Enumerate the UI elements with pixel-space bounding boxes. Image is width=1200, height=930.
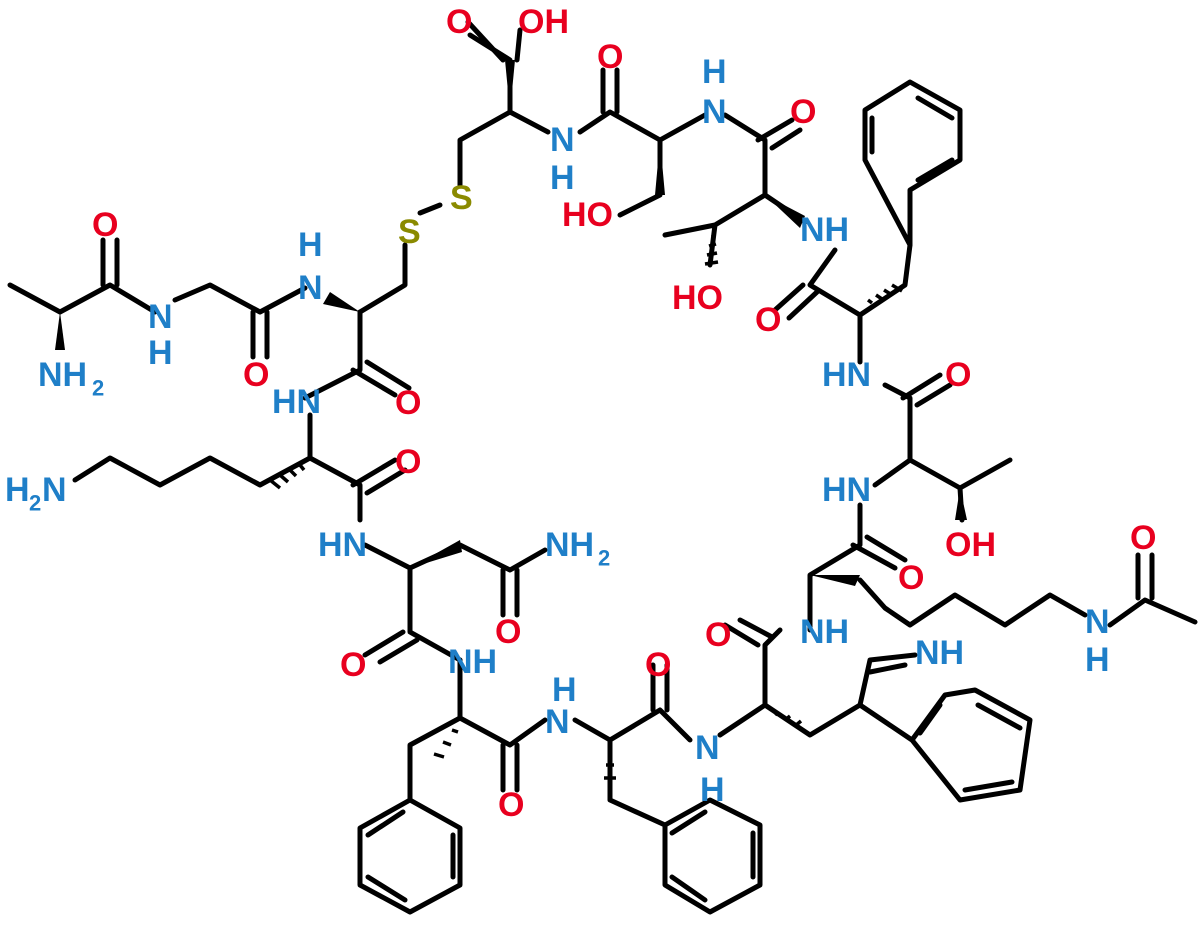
- bond-skeleton: [7, 19, 1198, 915]
- atom-nh-phe1: NH: [800, 211, 849, 249]
- atom-nh-indole: NH: [915, 634, 964, 672]
- atom-s-2: S: [450, 179, 473, 217]
- atom-h-cys1: H: [298, 226, 323, 264]
- atom-nh2-asn-sub: 2: [598, 546, 610, 571]
- atom-n-phe3: N: [695, 729, 720, 767]
- atom-o-acid: O: [446, 3, 472, 41]
- hash-bonds: [268, 233, 903, 780]
- atom-nh2-asn: NH: [545, 526, 594, 564]
- atom-h2n-n: N: [42, 471, 67, 509]
- atom-hn-thr2: HN: [822, 356, 871, 394]
- atom-o-6: O: [755, 301, 781, 339]
- atom-o-7: O: [945, 356, 971, 394]
- atom-o-5: O: [790, 93, 816, 131]
- atom-nh2-sub: 2: [92, 376, 104, 401]
- atom-s-1: S: [398, 213, 421, 251]
- atom-h-phe2: H: [552, 671, 577, 709]
- atom-n-phe2: N: [545, 703, 570, 741]
- atom-nh-trp: NH: [800, 613, 849, 651]
- atom-n-cys1: N: [298, 269, 323, 307]
- atom-h-ser: H: [702, 53, 727, 91]
- atom-o-9: O: [705, 616, 731, 654]
- atom-hn-asn: HN: [318, 526, 367, 564]
- atom-o-acetyl: O: [1130, 519, 1156, 557]
- atom-o-13: O: [495, 613, 521, 651]
- atom-h2n-sub: 2: [29, 491, 41, 516]
- atom-ho-ser: HO: [562, 196, 613, 234]
- atom-oh-thr2: OH: [945, 526, 996, 564]
- atom-o-11: O: [498, 786, 524, 824]
- wedge-bonds: [55, 60, 967, 586]
- atom-n-thr1: N: [702, 93, 727, 131]
- atom-n-acetyl: N: [1085, 603, 1110, 641]
- atom-n-gly: N: [148, 298, 173, 336]
- atom-ho-thr1: HO: [672, 279, 723, 317]
- atom-h-phe3: H: [700, 771, 725, 809]
- atom-h2n-lys1: H: [5, 471, 30, 509]
- atom-h-gly: H: [148, 334, 173, 372]
- atom-h-cys2: H: [550, 159, 575, 197]
- atom-o-12: O: [340, 646, 366, 684]
- atom-o-4: O: [597, 38, 623, 76]
- atom-o-2: O: [243, 356, 269, 394]
- atom-hn-lys1: HN: [272, 383, 321, 421]
- atom-h-acetyl: H: [1085, 641, 1110, 679]
- atom-n-cys2: N: [550, 121, 575, 159]
- atom-o-8: O: [898, 559, 924, 597]
- atom-o-10: O: [645, 646, 671, 684]
- atom-labels: O N H NH 2 O H N S S O O OH N H O HO H N…: [5, 3, 1156, 824]
- atom-hn-lys2: HN: [822, 471, 871, 509]
- atom-o-3: O: [395, 384, 421, 422]
- atom-oh-acid: OH: [518, 3, 569, 41]
- atom-o-14: O: [395, 443, 421, 481]
- atom-o-1: O: [92, 206, 118, 244]
- atom-nh2-terminal: NH: [38, 356, 87, 394]
- atom-nh-phe1b: NH: [448, 643, 497, 681]
